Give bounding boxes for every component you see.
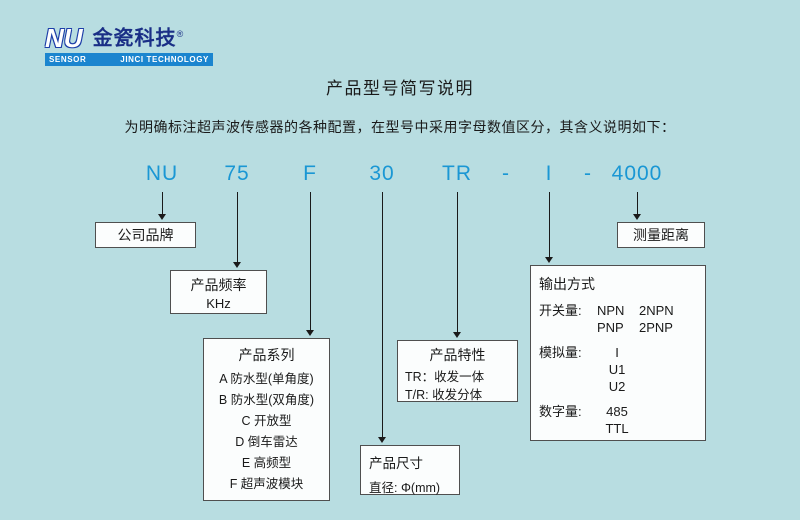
code-part-output: I bbox=[545, 162, 553, 185]
series-item: A 防水型(单角度) bbox=[219, 372, 314, 386]
logo-cn-text: 金瓷科技 bbox=[92, 27, 177, 50]
frequency-box-title: 产品频率 bbox=[190, 277, 247, 293]
series-item: D 倒车雷达 bbox=[235, 435, 298, 449]
series-item: E 高频型 bbox=[241, 456, 292, 470]
series-item: F 超声波模块 bbox=[229, 477, 304, 491]
output-switch-row: 开关量: NPN PNP 2NPN 2PNP bbox=[539, 302, 699, 336]
switch-value: PNP bbox=[597, 320, 624, 335]
code-part-frequency: 75 bbox=[224, 162, 250, 185]
series-box: 产品系列 A 防水型(单角度) B 防水型(双角度) C 开放型 D 倒车雷达 … bbox=[203, 338, 330, 501]
size-box: 产品尺寸 直径: Φ(mm) bbox=[360, 445, 460, 495]
distance-box: 测量距离 bbox=[617, 222, 705, 248]
page-title: 产品型号简写说明 bbox=[326, 79, 474, 98]
output-digital-row: 数字量: 485 TTL bbox=[539, 403, 699, 437]
digital-col: 485 TTL bbox=[595, 403, 639, 437]
feature-item: T/R: 收发分体 bbox=[405, 388, 483, 402]
logo-company-name-cn: 金瓷科技® bbox=[93, 22, 185, 51]
switch-col-1: NPN PNP bbox=[597, 302, 637, 336]
series-box-title: 产品系列 bbox=[238, 347, 295, 363]
feature-item: TR：收发一体 bbox=[405, 370, 485, 384]
switch-label: 开关量: bbox=[539, 303, 582, 318]
logo-top-row: NU 金瓷科技® bbox=[45, 22, 213, 51]
output-box-title: 输出方式 bbox=[539, 276, 595, 292]
series-item: C 开放型 bbox=[241, 414, 292, 428]
analog-value: U2 bbox=[608, 379, 626, 394]
registered-trademark-icon: ® bbox=[176, 29, 185, 39]
logo-sensor-text: SENSOR bbox=[49, 54, 87, 64]
digital-label: 数字量: bbox=[539, 404, 582, 419]
frequency-unit: KHz bbox=[206, 296, 231, 311]
digital-value: TTL bbox=[605, 421, 629, 436]
code-part-feature: TR bbox=[442, 162, 472, 185]
feature-box-title: 产品特性 bbox=[429, 347, 486, 363]
logo-company-name-en: JINCI TECHNOLOGY bbox=[120, 54, 209, 64]
logo-blue-bar: SENSOR JINCI TECHNOLOGY bbox=[45, 52, 213, 66]
switch-value: 2NPN bbox=[639, 303, 674, 318]
switch-value: NPN bbox=[597, 303, 625, 318]
feature-box: 产品特性 TR：收发一体 T/R: 收发分体 bbox=[397, 340, 518, 402]
logo-nu-wordmark: NU bbox=[45, 22, 83, 53]
code-part-series: F bbox=[303, 162, 317, 185]
output-analog-row: 模拟量: I U1 U2 bbox=[539, 344, 699, 395]
digital-value: 485 bbox=[606, 404, 628, 419]
code-part-brand: NU bbox=[145, 162, 179, 185]
analog-label: 模拟量: bbox=[539, 345, 582, 360]
analog-value: U1 bbox=[608, 362, 626, 377]
code-separator-2: - bbox=[584, 162, 592, 185]
brand-box: 公司品牌 bbox=[95, 222, 196, 248]
series-item: B 防水型(双角度) bbox=[218, 393, 315, 407]
company-logo: NU 金瓷科技® SENSOR JINCI TECHNOLOGY bbox=[45, 22, 213, 66]
size-box-desc: 直径: Φ(mm) bbox=[369, 481, 441, 495]
analog-value: I bbox=[615, 345, 619, 360]
size-box-title: 产品尺寸 bbox=[369, 456, 423, 471]
analog-col: I U1 U2 bbox=[595, 344, 639, 395]
code-separator-1: - bbox=[502, 162, 510, 185]
frequency-box: 产品频率 KHz bbox=[170, 270, 267, 314]
code-part-distance: 4000 bbox=[611, 162, 663, 185]
switch-value: 2PNP bbox=[639, 320, 673, 335]
page-subtitle: 为明确标注超声波传感器的各种配置，在型号中采用字母数值区分，其含义说明如下： bbox=[124, 119, 676, 135]
code-part-size: 30 bbox=[369, 162, 395, 185]
output-box: 输出方式 开关量: NPN PNP 2NPN 2PNP 模拟量: I U1 U2… bbox=[530, 265, 706, 441]
switch-col-2: 2NPN 2PNP bbox=[639, 302, 679, 336]
